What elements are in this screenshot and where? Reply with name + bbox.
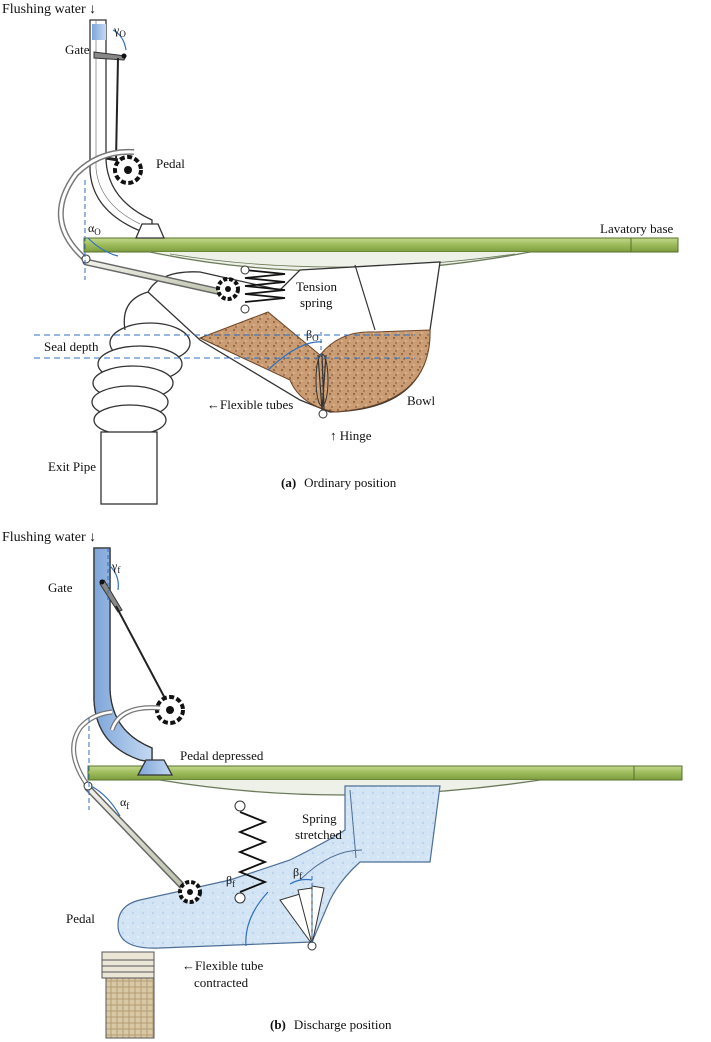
seal-water xyxy=(198,311,431,413)
lavatory-base-label: Lavatory base xyxy=(600,221,674,236)
beta-right-label-b: βf xyxy=(293,865,302,881)
gate-pivot-a xyxy=(121,53,127,59)
pedal-depressed-label: Pedal depressed xyxy=(180,748,264,763)
exit-pipe-bellows xyxy=(91,322,191,436)
exit-pipe-b xyxy=(105,977,155,1039)
pedal-block-a xyxy=(135,223,165,239)
flushing-water-label-b: Flushing water ↓ xyxy=(2,530,96,545)
bowl-label: Bowl xyxy=(407,393,436,408)
caption-a: (a)Ordinary position xyxy=(281,475,397,490)
gate-rod-a xyxy=(115,57,119,161)
beta-label-a: βO xyxy=(306,327,319,343)
caption-b: (b)Discharge position xyxy=(270,1017,392,1032)
hinge-b xyxy=(307,941,317,951)
gate-rod-b xyxy=(115,605,169,705)
gamma-label-b: γf xyxy=(111,559,120,575)
hinge-label: ↑ Hinge xyxy=(330,428,372,443)
tension-spring-a xyxy=(244,269,286,303)
panel-b: Flushing water ↓ Gate γf Pedal depressed… xyxy=(2,530,683,1039)
gate-label-b: Gate xyxy=(48,580,73,595)
lavatory-base-plate xyxy=(83,237,679,253)
supply-pipe xyxy=(89,19,153,233)
beta-left-label-b: βf xyxy=(226,873,235,889)
gate-flap-a xyxy=(93,51,127,61)
lavatory-base-plate-b xyxy=(87,765,683,781)
pedal-block-b xyxy=(136,759,174,776)
flexible-tubes-label: ←Flexible tubes xyxy=(207,397,293,412)
hinge-a xyxy=(318,409,328,419)
gate-label-a: Gate xyxy=(65,42,90,57)
pedal-label-b: Pedal xyxy=(66,911,95,926)
exit-pipe xyxy=(100,431,158,505)
gamma-label-a: γO xyxy=(113,23,126,39)
flexible-tubes-b xyxy=(279,885,325,945)
stretched-spring-b xyxy=(237,811,268,893)
seal-depth-label: Seal depth xyxy=(44,339,99,354)
flushing-water-label-a: Flushing water ↓ xyxy=(2,2,96,17)
bowl-water-b xyxy=(117,785,441,949)
exit-pipe-label: Exit Pipe xyxy=(48,459,96,474)
alpha-label-b: αf xyxy=(120,795,129,811)
alpha-label-a: αO xyxy=(88,221,101,237)
flexible-tube-contracted xyxy=(101,951,155,979)
pedal-label-a: Pedal xyxy=(156,156,185,171)
panel-a: Flushing water ↓ Gate γO Pedal Lavatory … xyxy=(2,2,679,505)
